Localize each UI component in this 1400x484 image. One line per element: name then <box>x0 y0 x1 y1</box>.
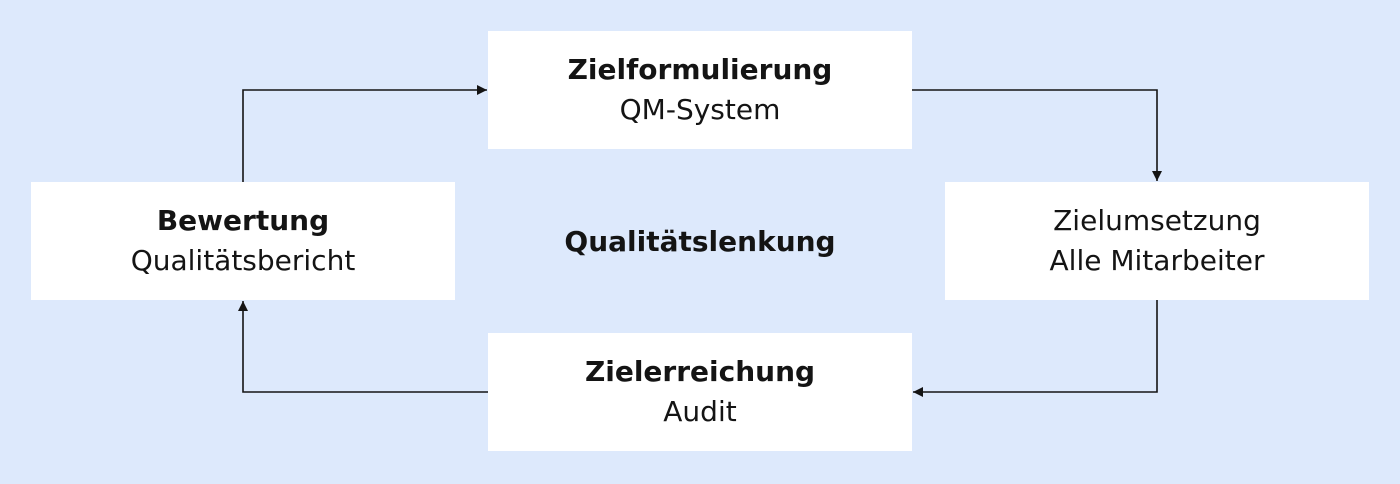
node-line-1: Zielumsetzung <box>1053 204 1261 237</box>
node-title: Zielerreichung <box>584 355 816 388</box>
center-label: Qualitätslenkung <box>564 225 836 258</box>
node-title: Bewertung <box>156 204 330 237</box>
node-zielerreichung: Zielerreichung Audit <box>488 333 912 451</box>
node-title: Zielformulierung <box>567 53 833 86</box>
node-subtitle: Audit <box>663 395 737 428</box>
node-subtitle: QM-System <box>619 93 781 126</box>
arrow-top-to-right <box>912 89 1162 181</box>
node-zielumsetzung: Zielumsetzung Alle Mitarbeiter <box>945 182 1369 300</box>
node-line-2: Alle Mitarbeiter <box>1049 244 1265 277</box>
arrow-bottom-to-left <box>238 301 488 393</box>
arrow-left-to-top <box>242 85 487 182</box>
node-zielformulierung: Zielformulierung QM-System <box>488 31 912 149</box>
node-bewertung: Bewertung Qualitätsbericht <box>31 182 455 300</box>
arrow-right-to-bottom <box>913 300 1158 397</box>
node-subtitle: Qualitätsbericht <box>130 244 356 277</box>
